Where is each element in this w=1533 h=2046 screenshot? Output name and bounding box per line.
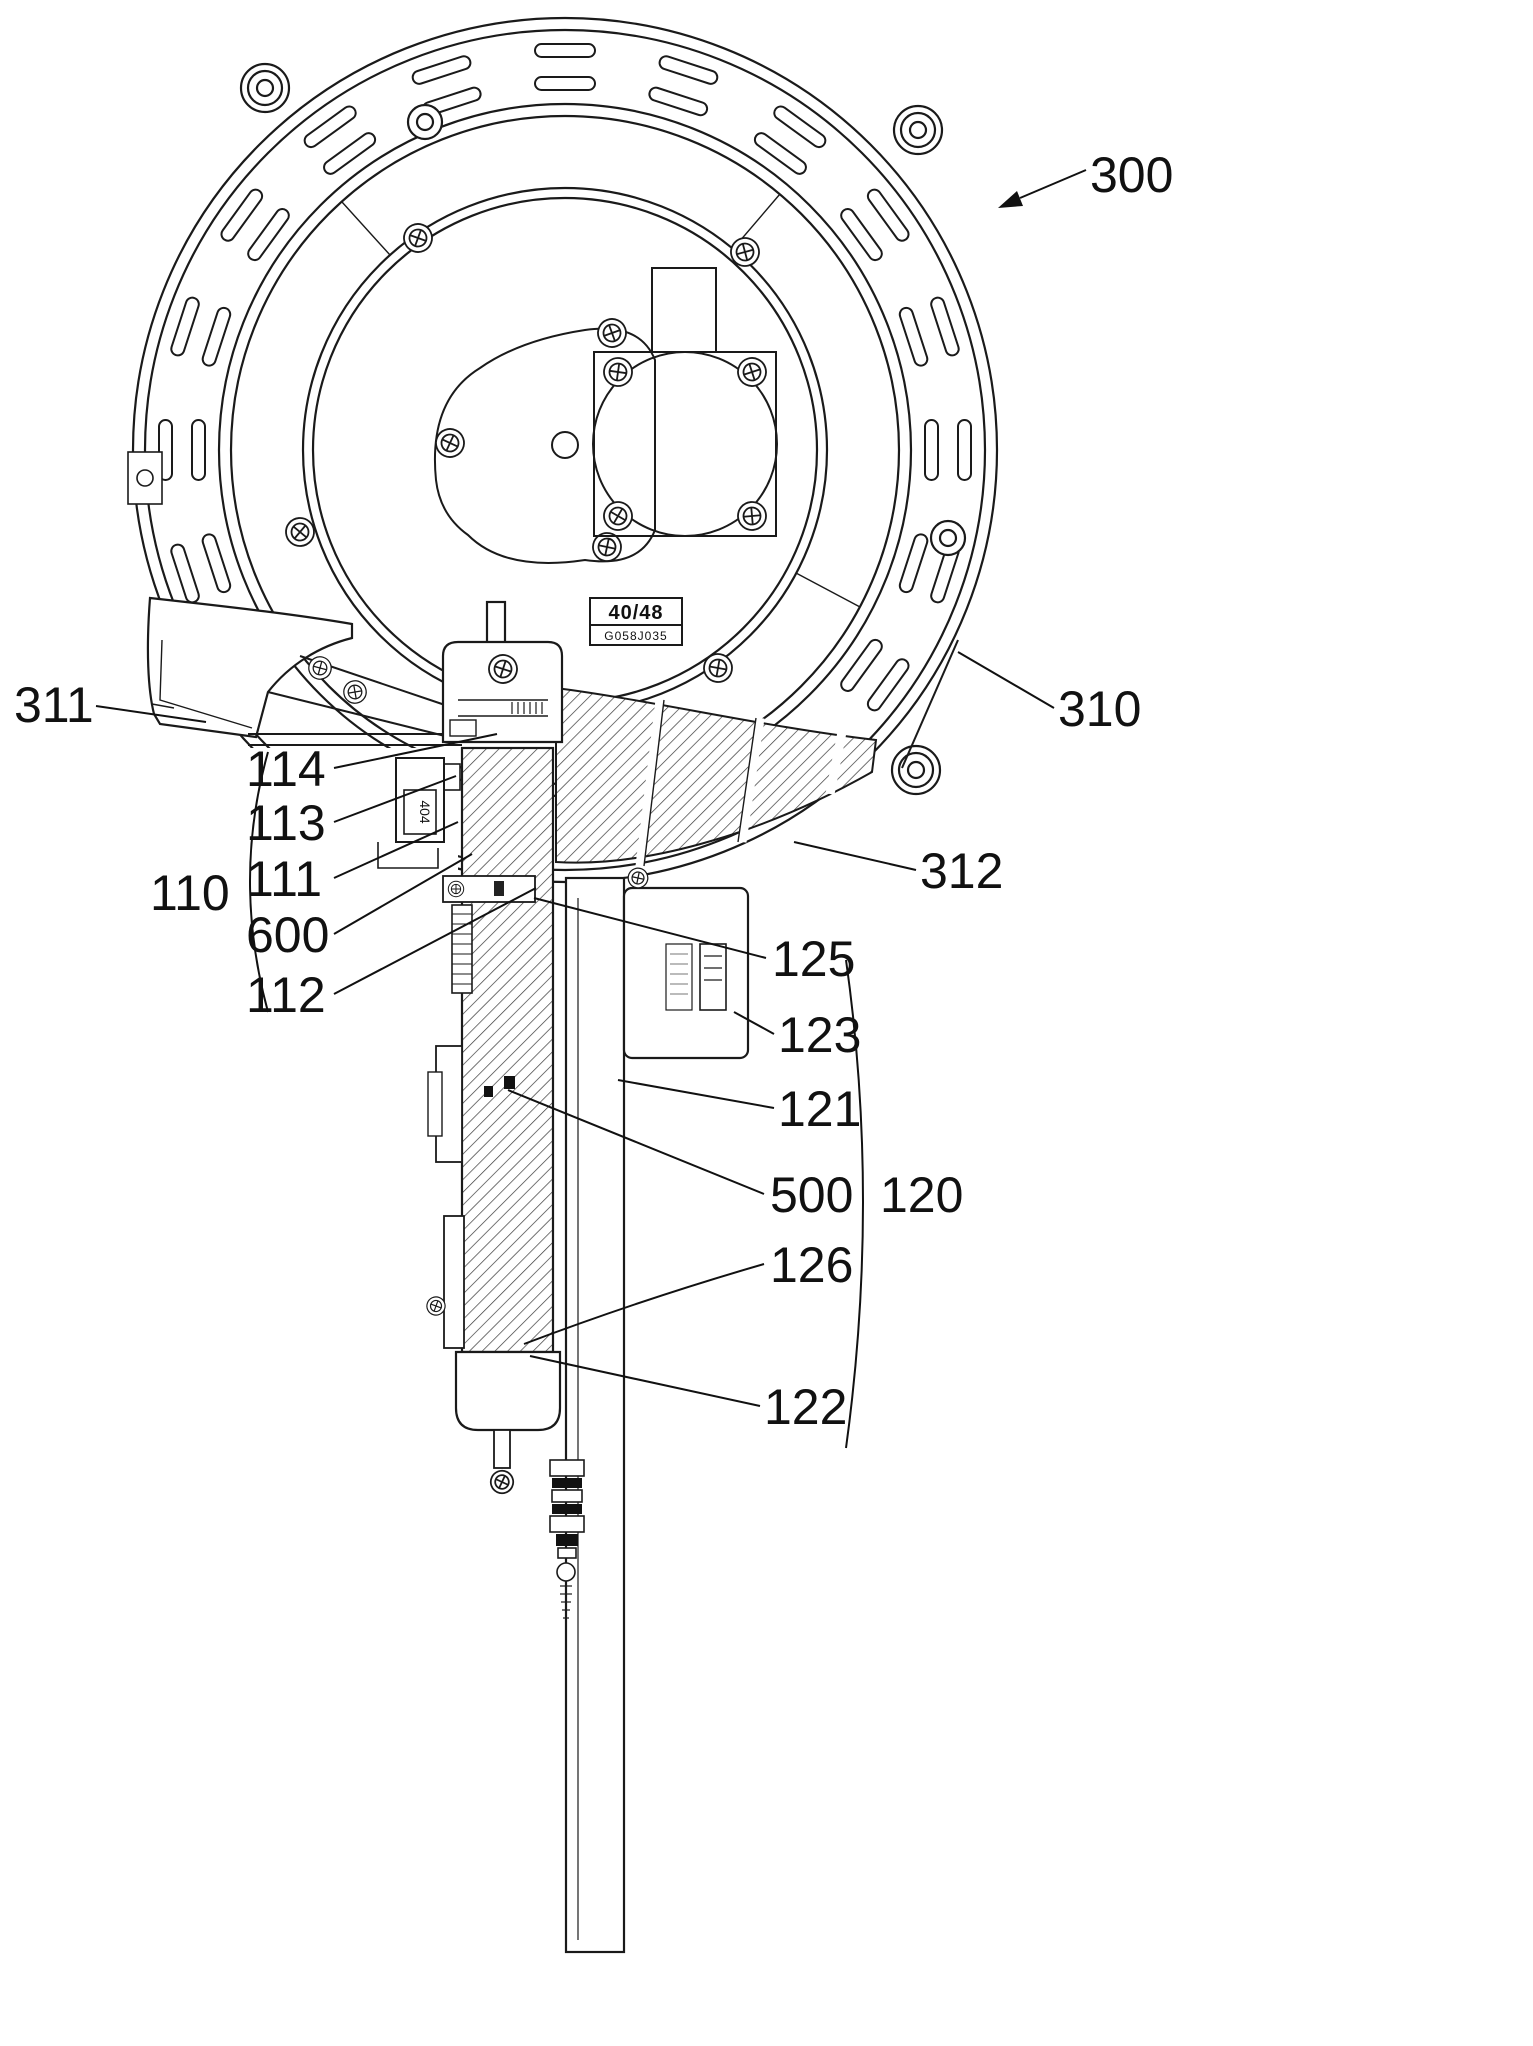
bottom-connector-stack: [549, 1459, 585, 1619]
motor-plate: [430, 267, 778, 565]
nameplate-line1: 40/48: [608, 602, 663, 624]
nameplate-line2: G058J035: [604, 629, 667, 643]
mounting-bosses: [239, 62, 967, 796]
ref-label-311: 311: [14, 677, 94, 733]
ref-label-300: 300: [1090, 147, 1173, 203]
motor-mount: [592, 267, 778, 537]
side-connectors: [423, 1045, 515, 1349]
bottom-bracket: [454, 1350, 562, 1498]
ref-label-500: 500: [770, 1167, 853, 1223]
ref-label-112: 112: [246, 967, 326, 1023]
valve-pin: [485, 600, 507, 646]
control-box: [622, 886, 750, 1060]
ref-label-312: 312: [920, 843, 1003, 899]
connector-label: 404: [417, 800, 433, 824]
housing-tongue: [146, 596, 354, 739]
ref-label-310: 310: [1058, 681, 1141, 737]
ref-label-121: 121: [778, 1081, 861, 1137]
bracket-120: [845, 959, 864, 1449]
screw-threads: [560, 1585, 572, 1619]
ladder-strip: [451, 904, 473, 994]
ref-label-122: 122: [764, 1379, 847, 1435]
ref-label-120: 120: [880, 1167, 963, 1223]
support-column: [564, 876, 626, 1954]
chip-500: [484, 1086, 493, 1097]
bracket-110: [249, 751, 269, 1013]
ref-label-123: 123: [778, 1007, 861, 1063]
ref-label-113: 113: [246, 795, 326, 851]
ref-label-125: 125: [772, 931, 855, 987]
reference-numerals: 300 311 310 114 113 111 110 600 112 312 …: [14, 147, 1173, 1435]
arrowhead-300: [998, 191, 1023, 208]
valve-bracket: [429, 600, 564, 791]
center-hole: [551, 431, 579, 459]
ref-label-600: 600: [246, 907, 329, 963]
leader-lines: [95, 169, 1087, 1449]
duct-column: [460, 746, 555, 1354]
ref-label-110: 110: [150, 865, 230, 921]
connector-600: 404: [377, 757, 445, 869]
ref-label-111: 111: [246, 851, 322, 907]
ref-label-126: 126: [770, 1237, 853, 1293]
spring-coil: [511, 702, 543, 714]
outlet-flange: [248, 639, 959, 769]
impeller-band: [555, 686, 878, 867]
nameplate: 40/48 G058J035: [589, 597, 683, 646]
left-edge-bracket: [127, 451, 163, 505]
ref-label-114: 114: [246, 741, 326, 797]
